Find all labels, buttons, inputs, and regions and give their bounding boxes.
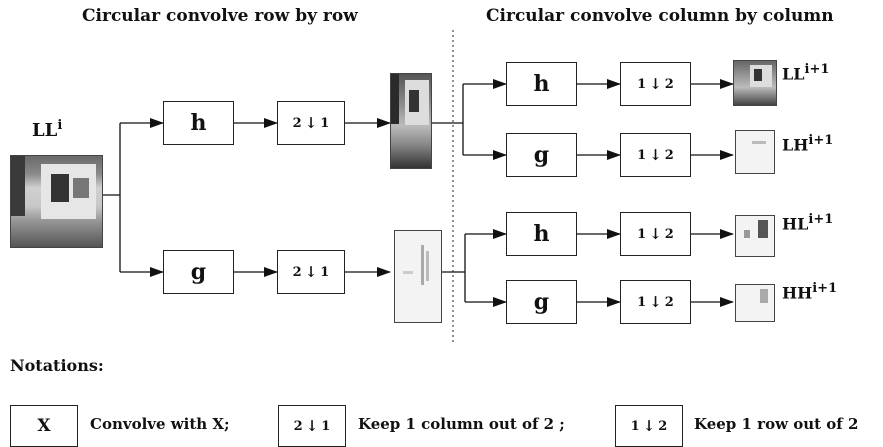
header-row-stage: Circular convolve row by row bbox=[82, 6, 358, 26]
filter-h-col-bottom: h bbox=[506, 212, 577, 256]
downsample-col-2: 1↓2 bbox=[620, 133, 691, 177]
downsample-col-1: 1↓2 bbox=[620, 62, 691, 106]
input-image bbox=[10, 155, 103, 248]
output-label-hl: HLi+1 bbox=[782, 212, 833, 233]
filter-h-row: h bbox=[163, 101, 234, 145]
output-label-hh: HHi+1 bbox=[782, 281, 837, 302]
downsample-row-top: 2↓1 bbox=[277, 101, 345, 145]
filter-g-col-top: g bbox=[506, 133, 577, 177]
notation-keep-row-text: Keep 1 row out of 2 bbox=[694, 415, 858, 433]
output-image-ll bbox=[733, 60, 777, 106]
filter-g-col-bottom: g bbox=[506, 280, 577, 324]
row-lowpass-image bbox=[390, 73, 432, 169]
output-label-lh: LHi+1 bbox=[782, 133, 833, 154]
notation-convolve-text: Convolve with X; bbox=[90, 415, 230, 433]
notation-keep-column-box: 2↓1 bbox=[278, 405, 346, 447]
downsample-col-4: 1↓2 bbox=[620, 280, 691, 324]
downsample-col-3: 1↓2 bbox=[620, 212, 691, 256]
downsample-row-bottom: 2↓1 bbox=[277, 250, 345, 294]
row-highpass-image bbox=[394, 230, 442, 323]
notation-keep-row-box: 1↓2 bbox=[615, 405, 683, 447]
output-image-hl bbox=[735, 215, 775, 257]
input-label: LLi bbox=[32, 118, 62, 141]
filter-g-row: g bbox=[163, 250, 234, 294]
output-label-ll: LLi+1 bbox=[782, 62, 829, 83]
header-column-stage: Circular convolve column by column bbox=[486, 6, 834, 26]
output-image-lh bbox=[735, 130, 775, 174]
notation-convolve-box: X bbox=[10, 405, 78, 447]
filter-h-col-top: h bbox=[506, 62, 577, 106]
notations-title: Notations: bbox=[10, 356, 104, 375]
notation-keep-column-text: Keep 1 column out of 2 ; bbox=[358, 415, 565, 433]
output-image-hh bbox=[735, 284, 775, 322]
